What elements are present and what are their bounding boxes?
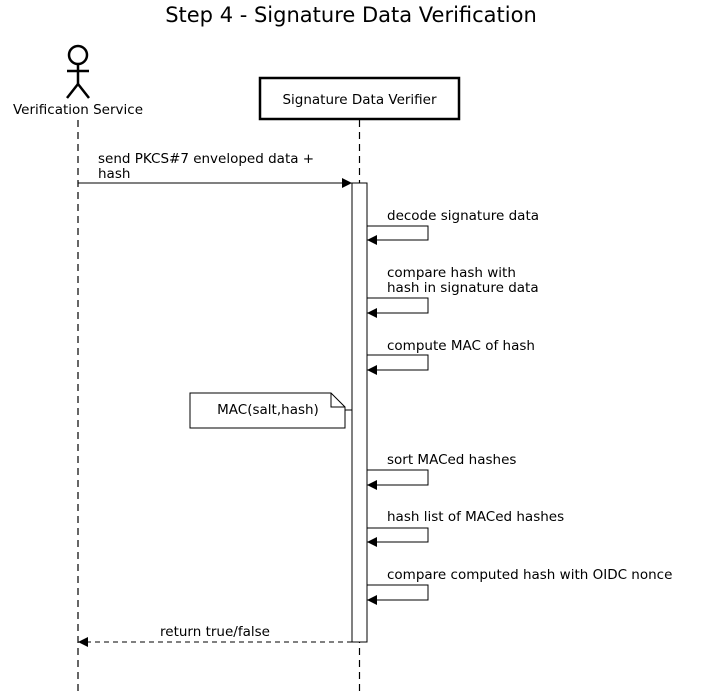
- message-label: compute MAC of hash: [387, 338, 535, 354]
- svg-text:send PKCS#7 enveloped data +: send PKCS#7 enveloped data + hash: [98, 151, 318, 182]
- message-label: hash: [98, 166, 130, 182]
- note-text: MAC(salt,hash): [217, 402, 319, 418]
- self-message-compare-hash: compare hash with hash in signature data: [367, 265, 539, 318]
- message-send-pkcs7: send PKCS#7 enveloped data + hash: [78, 151, 352, 188]
- diagram-title: Step 4 - Signature Data Verification: [165, 3, 537, 27]
- note: MAC(salt,hash): [189, 392, 352, 429]
- message-label: compare hash with: [387, 265, 516, 281]
- activation-bar: [351, 182, 368, 643]
- self-message-decode: decode signature data: [367, 208, 539, 245]
- actor-label: Verification Service: [13, 102, 143, 118]
- message-label: return true/false: [160, 624, 270, 640]
- self-message-compute-mac: compute MAC of hash: [367, 338, 535, 375]
- self-message-compare-nonce: compare computed hash with OIDC nonce: [367, 567, 672, 605]
- message-label: hash list of MACed hashes: [387, 509, 564, 525]
- svg-text:compare hash with hash i: compare hash with hash in signature data: [387, 265, 539, 296]
- self-message-hash-list: hash list of MACed hashes: [367, 509, 564, 547]
- message-label: hash in signature data: [387, 280, 539, 296]
- participant-box: [258, 76, 461, 121]
- actor-icon: [66, 44, 90, 99]
- self-message-sort: sort MACed hashes: [367, 452, 516, 490]
- message-label: decode signature data: [387, 208, 539, 224]
- message-label: send PKCS#7 enveloped data +: [98, 151, 314, 167]
- message-label: sort MACed hashes: [387, 452, 516, 468]
- message-label: compare computed hash with OIDC nonce: [387, 567, 672, 583]
- message-return: return true/false: [78, 624, 352, 647]
- participant-label: Signature Data Verifier: [282, 92, 437, 108]
